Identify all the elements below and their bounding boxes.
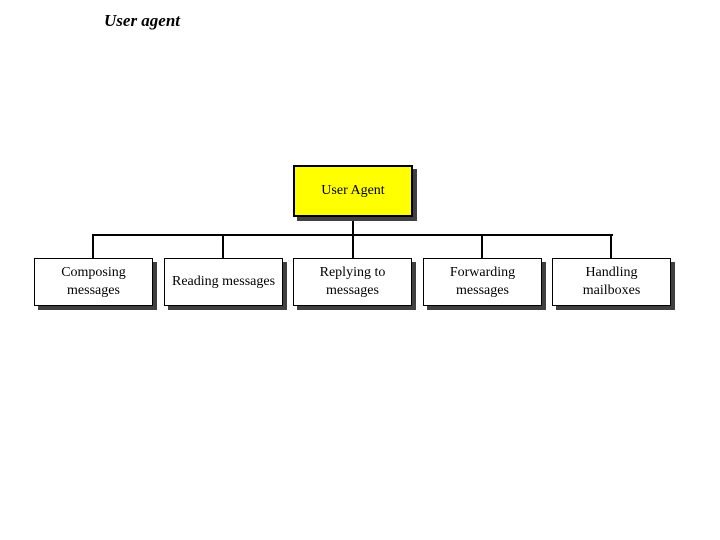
root-node-user-agent: User Agent xyxy=(293,165,413,217)
connector-stub-composing xyxy=(92,234,94,258)
node-forwarding-messages: Forwarding messages xyxy=(423,258,542,306)
connector-stub-reading xyxy=(222,234,224,258)
connector-stub-forwarding xyxy=(481,234,483,258)
node-replying-to-messages: Replying to messages xyxy=(293,258,412,306)
node-handling-mailboxes: Handling mailboxes xyxy=(552,258,671,306)
connector-stub-replying xyxy=(352,234,354,258)
connector-root-stem xyxy=(352,217,354,236)
node-composing-messages: Composing messages xyxy=(34,258,153,306)
node-reading-messages: Reading messages xyxy=(164,258,283,306)
connector-stub-handling xyxy=(610,234,612,258)
slide-title: User agent xyxy=(104,11,181,30)
